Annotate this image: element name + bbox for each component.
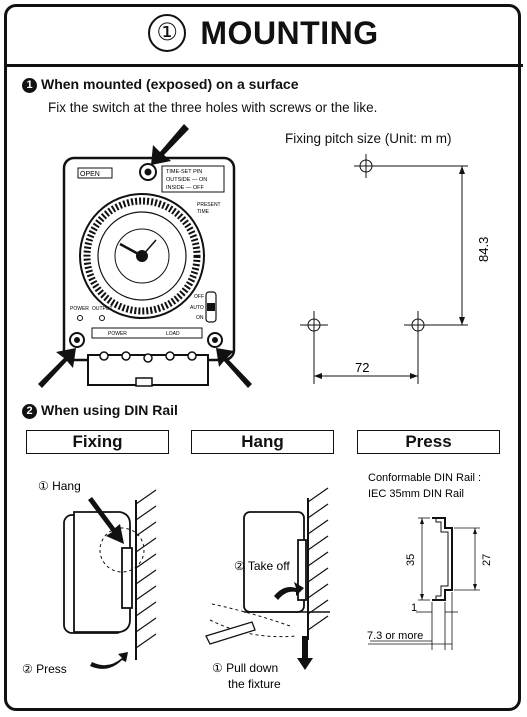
section1-heading: 1 When mounted (exposed) on a surface <box>22 76 298 93</box>
header-divider <box>4 64 523 67</box>
tab-fixing: Fixing <box>26 430 169 454</box>
section1-heading-text: When mounted (exposed) on a surface <box>41 76 299 92</box>
tab-hang: Hang <box>191 430 334 454</box>
device-power-label: POWER <box>70 306 89 312</box>
device-terminal-power: POWER <box>108 331 127 337</box>
section1-instruction: Fix the switch at the three holes with s… <box>48 100 378 115</box>
device-open-label: OPEN <box>80 171 100 178</box>
section2-heading-text: When using DIN Rail <box>41 402 178 418</box>
page-frame <box>4 4 521 711</box>
press-note-line1: Conformable DIN Rail : <box>368 472 481 484</box>
device-terminal-load: LOAD <box>166 331 180 337</box>
device-switch-auto: AUTO <box>190 305 204 311</box>
rail-dim-27: 27 <box>481 554 493 566</box>
device-tsp-line1: TIME-SET PIN <box>166 169 202 175</box>
section1-badge: 1 <box>22 78 37 93</box>
section2-heading: 2 When using DIN Rail <box>22 402 178 419</box>
hang-step1-line1: ① Pull down <box>212 661 278 675</box>
rail-dim-35: 35 <box>405 554 417 566</box>
hang-step2: ② Take off <box>234 559 290 573</box>
title-text: MOUNTING <box>200 15 379 51</box>
device-present-label: PRESENT <box>197 202 221 208</box>
device-switch-off: OFF <box>194 294 204 300</box>
title-number: ① <box>148 14 187 52</box>
dim-horizontal-label: 72 <box>355 360 369 375</box>
rail-dim-1: 1 <box>411 602 417 614</box>
hang-step1-line2: the fixture <box>228 677 281 691</box>
tab-press: Press <box>357 430 500 454</box>
dim-vertical-label: 84.3 <box>476 237 491 262</box>
device-switch-on: ON <box>196 315 204 321</box>
press-note-line2: IEC 35mm DIN Rail <box>368 488 464 500</box>
fixing-step1: ① Hang <box>38 479 81 493</box>
device-tsp-line2: OUTSIDE — ON <box>166 177 207 183</box>
fixing-step2: ② Press <box>22 662 67 676</box>
device-output-label: OUTPUT <box>92 306 113 312</box>
page-title: ① MOUNTING <box>0 14 527 52</box>
pitch-caption: Fixing pitch size (Unit: m m) <box>285 131 452 146</box>
rail-dim-7-3: 7.3 or more <box>367 630 423 642</box>
device-time-label: TIME <box>197 209 210 215</box>
device-tsp-line3: INSIDE — OFF <box>166 185 205 191</box>
section2-badge: 2 <box>22 404 37 419</box>
